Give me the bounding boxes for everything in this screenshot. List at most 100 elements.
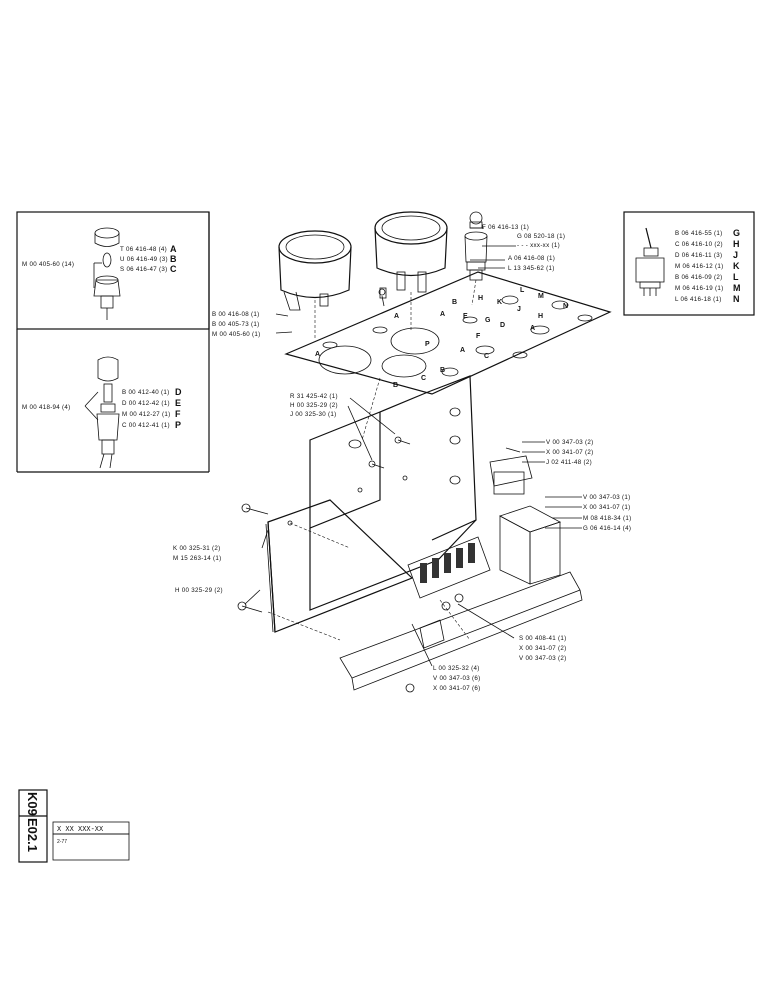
panel-letter-C1: C [421, 375, 426, 382]
callout-toggle-H: C 06 416-10 (2) [675, 241, 723, 248]
panel-letter-A4: A [460, 347, 465, 354]
panel-letter-P: P [425, 341, 430, 348]
callout-bt-1: X 00 341-07 (2) [519, 645, 567, 652]
callout-letter-L: L [733, 272, 739, 282]
sheet-code: K09 E02.1 [18, 789, 48, 863]
circuit-board [265, 499, 491, 633]
front-panel: A A A A A B B B C C D E F G H H J K L M … [284, 271, 612, 395]
callout-toggle-M: M 06 416-19 (1) [675, 285, 724, 292]
callout-letter-F: F [175, 409, 181, 419]
inset-box-switch-holder: M 00 418-94 (4) B 00 412-40 (1) D D 00 4… [22, 356, 182, 469]
part-number: X XX XXX-XX [57, 826, 104, 834]
callout-rr-2: M 08 418-34 (1) [583, 515, 632, 522]
bottom-rail [339, 571, 583, 693]
panel-letter-M: M [538, 293, 544, 300]
sheet-code-1: K09 [25, 792, 40, 816]
panel-letter-L: L [520, 287, 525, 294]
panel-letter-K: K [497, 299, 502, 306]
callout-switch-holder: M 00 418-94 (4) [22, 404, 71, 411]
callout-gl-0: B 00 416-08 (1) [212, 311, 260, 318]
sheet-code-2: E02.1 [25, 818, 40, 852]
callout-letter-B: B [170, 254, 177, 264]
panel-letter-J: J [517, 306, 521, 313]
callout-letter-M: M [733, 283, 741, 293]
callout-letter-K: K [733, 261, 740, 271]
chassis-bracket [287, 375, 477, 611]
assembly-lines [267, 279, 477, 641]
panel-letter-F: F [476, 333, 481, 340]
callout-bl-0: K 00 325-31 (2) [173, 545, 221, 552]
callout-toggle-G: B 06 416-55 (1) [675, 230, 723, 237]
callout-bc-0: L 00 325-32 (4) [433, 665, 480, 672]
panel-letter-H1: H [478, 295, 483, 302]
panel-letter-D: D [500, 322, 505, 329]
panel-letter-B2: B [440, 367, 445, 374]
callout-tr-2: - - - xxx-xx (1) [517, 242, 560, 249]
callout-letter-E: E [175, 398, 181, 408]
small-note: 2-77 [57, 839, 67, 845]
callout-bc-1: V 00 347-03 (6) [433, 675, 481, 682]
callout-tr-1: G 08 520-18 (1) [517, 233, 565, 240]
callout-rt-0: V 00 347-03 (2) [546, 439, 594, 446]
callout-br-1: H 00 325-29 (2) [290, 402, 338, 409]
gauge-right [374, 211, 448, 299]
panel-letter-A2: A [394, 313, 399, 320]
callout-switch-E: D 00 412-42 (1) [122, 400, 170, 407]
callout-toggle-L: B 06 416-09 (2) [675, 274, 723, 281]
callout-rr-1: X 00 341-07 (1) [583, 504, 631, 511]
callout-leaders [244, 227, 582, 667]
relay-small [489, 447, 533, 495]
callout-gl-2: M 00 405-60 (1) [212, 331, 261, 338]
callout-lamp-holder: M 00 405-60 (14) [22, 261, 74, 268]
callout-toggle-K: M 06 416-12 (1) [675, 263, 724, 270]
panel-letter-G: G [485, 317, 491, 324]
callout-letter-H: H [733, 239, 740, 249]
callout-bt-0: S 00 408-41 (1) [519, 635, 567, 642]
callout-bl-1: M 15 263-14 (1) [173, 555, 222, 562]
inset-box-lamp-holder: M 00 405-60 (14) T 06 416-48 (4) A U 06 … [16, 211, 210, 473]
panel-letter-A1: A [315, 351, 320, 358]
callout-bb: H 00 325-29 (2) [175, 587, 223, 594]
gauge-left [278, 230, 352, 311]
callout-lamp-B: U 06 416-49 (3) [120, 256, 168, 263]
panel-letter-H2: H [538, 313, 543, 320]
callout-rt-1: X 00 341-07 (2) [546, 449, 594, 456]
callout-switch-D: B 00 412-40 (1) [122, 389, 170, 396]
callout-switch-F: M 00 412-27 (1) [122, 411, 171, 418]
callout-lamp-C: S 06 416-47 (3) [120, 266, 168, 273]
callout-rr-0: V 00 347-03 (1) [583, 494, 631, 501]
panel-letter-E: E [463, 313, 468, 320]
panel-letter-A5: A [530, 325, 535, 332]
callout-toggle-J: D 06 416-11 (3) [675, 252, 722, 259]
callout-br-0: R 31 425-42 (1) [290, 393, 338, 400]
callout-bt-2: V 00 347-03 (2) [519, 655, 567, 662]
callout-letter-G: G [733, 228, 740, 238]
screws [237, 288, 411, 613]
panel-letter-B3: B [393, 382, 398, 389]
callout-bc-2: X 00 341-07 (6) [433, 685, 481, 692]
callout-letter-N: N [733, 294, 740, 304]
title-block: X XX XXX-XX 2-77 [52, 821, 130, 861]
relay-large [498, 505, 562, 585]
callout-tr-3: A 06 416-08 (1) [508, 255, 555, 262]
callout-tr-4: L 13 345-62 (1) [508, 265, 555, 272]
callout-gl-1: B 00 405-73 (1) [212, 321, 260, 328]
callout-rr-3: G 06 416-14 (4) [583, 525, 631, 532]
callout-br-2: J 00 325-30 (1) [290, 411, 336, 418]
panel-letter-A3: A [440, 311, 445, 318]
panel-letter-C2: C [484, 353, 489, 360]
terminal-block [407, 536, 491, 599]
panel-letter-N: N [563, 303, 568, 310]
callout-letter-P: P [175, 420, 181, 430]
panel-letter-B1: B [452, 299, 457, 306]
callout-letter-C: C [170, 264, 177, 274]
callout-letter-J: J [733, 250, 738, 260]
inset-box-toggle-switch: B 06 416-55 (1) G C 06 416-10 (2) H D 06… [623, 211, 755, 316]
callout-letter-D: D [175, 387, 182, 397]
callout-lamp-A: T 06 416-48 (4) [120, 246, 167, 253]
callout-letter-A: A [170, 244, 177, 254]
callout-toggle-N: L 06 416-18 (1) [675, 296, 722, 303]
callout-switch-P: C 00 412-41 (1) [122, 422, 170, 429]
callout-tr-0: F 06 416-13 (1) [482, 224, 529, 231]
